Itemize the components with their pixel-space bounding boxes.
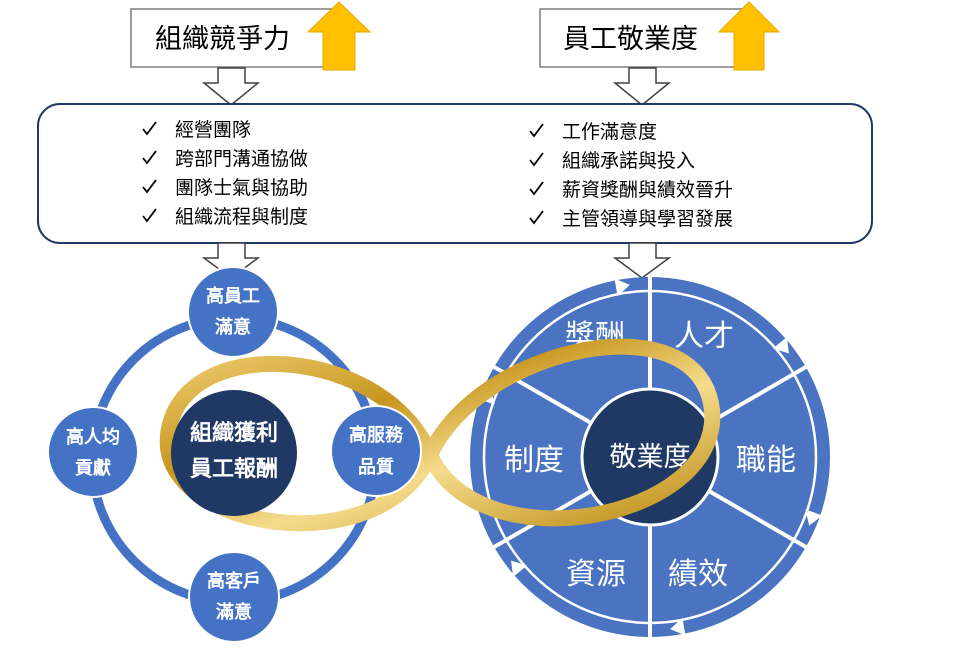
down-arrow-icon: [612, 67, 672, 106]
arrow-head-icon: [773, 336, 789, 354]
wheel-divider: [707, 489, 809, 550]
arrow-head-icon: [670, 617, 686, 636]
wheel-divider: [707, 364, 809, 425]
arrow-head-icon: [805, 509, 823, 526]
wheel-hub-label: 敬業度: [610, 442, 691, 472]
cycle-center: 組織獲利 員工報酬: [171, 390, 297, 516]
wheel-segment-label: 資源: [566, 558, 626, 591]
down-arrow-icon: [201, 67, 261, 106]
cycle-node-bottom: 高客戶 滿意: [188, 551, 280, 643]
engagement-wheel: 獎酬人才職能績效資源制度敬業度: [470, 275, 830, 639]
cycle-node-top: 高員工 滿意: [187, 266, 279, 358]
cycle-node-right: 高服務 品質: [330, 405, 422, 497]
check-icon: [529, 181, 544, 196]
node-right-line-2: 品質: [358, 456, 394, 477]
check-icon: [529, 210, 544, 225]
checklist-item: 團隊士氣與協助: [175, 177, 308, 199]
left-title-text: 組織競爭力: [155, 24, 290, 54]
cycle-node-left: 高人均 貢獻: [47, 406, 139, 498]
right-title-box: 員工敬業度: [539, 1, 781, 71]
checklist-item: 主管領導與學習發展: [562, 208, 733, 230]
checklist-item: 經營團隊: [175, 119, 251, 141]
checklist-item: 組織流程與制度: [175, 206, 308, 228]
checklist-item: 組織承諾與投入: [562, 150, 695, 172]
checklist-item: 跨部門溝通協做: [175, 148, 308, 170]
checklist-item: 薪資獎酬與績效晉升: [562, 179, 733, 201]
up-arrow-icon: [306, 1, 372, 71]
up-arrow-icon: [717, 1, 781, 71]
cycle-center-line-1: 組織獲利: [190, 420, 278, 445]
node-right-line-1: 高服務: [349, 424, 404, 445]
check-icon: [529, 123, 544, 138]
wheel-segment-label: 績效: [668, 558, 728, 591]
node-left-line-2: 貢獻: [75, 457, 111, 478]
check-icon: [529, 152, 544, 167]
arrow-head-icon: [614, 278, 630, 297]
check-icon: [142, 179, 157, 194]
wheel-segment-label: 制度: [504, 444, 564, 477]
node-left-line-1: 高人均: [66, 426, 120, 447]
right-title-text: 員工敬業度: [563, 24, 698, 54]
node-bottom-line-1: 高客戶: [207, 570, 261, 591]
down-arrow-icon: [612, 242, 672, 279]
check-icon: [142, 121, 157, 136]
node-bottom-line-2: 滿意: [216, 601, 252, 622]
checklist-item: 工作滿意度: [562, 121, 657, 143]
infinity-loop: [159, 338, 721, 532]
check-icon: [142, 150, 157, 165]
wheel-segment-label: 職能: [736, 444, 796, 477]
wheel-segment-label: 人才: [674, 320, 734, 353]
arrow-head-icon: [511, 560, 527, 578]
wheel-hub: [580, 387, 720, 527]
left-title-box: 組織競爭力: [130, 1, 372, 71]
check-icon: [142, 208, 157, 223]
cycle-center-line-2: 員工報酬: [189, 456, 278, 481]
node-top-line-1: 高員工: [206, 285, 260, 306]
node-top-line-2: 滿意: [215, 316, 251, 337]
